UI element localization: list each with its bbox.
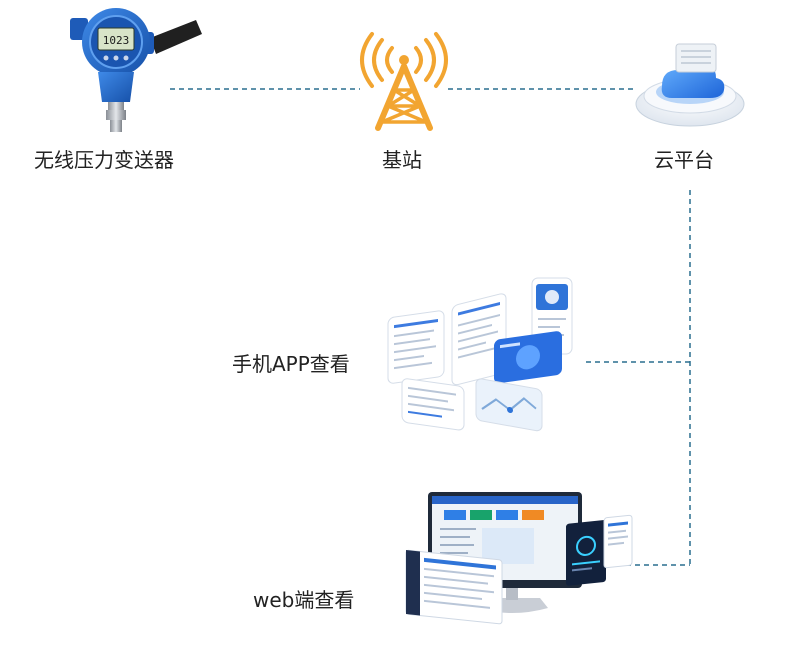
node-label-transmitter: 无线压力变送器 — [34, 148, 174, 172]
device-display-value: 1023 — [103, 34, 130, 47]
mobile-app-screens-icon — [387, 277, 573, 432]
node-label-app: 手机APP查看 — [232, 352, 350, 376]
pressure-transmitter-icon: 1023 — [70, 8, 202, 132]
connectors — [170, 88, 691, 566]
app-screen-report — [401, 378, 465, 431]
node-label-cloud: 云平台 — [654, 148, 714, 172]
web-screen-far-right — [603, 514, 633, 569]
app-screen-map — [475, 378, 543, 432]
cloud-platform-icon — [635, 43, 745, 127]
web-dashboard-screens-icon — [405, 492, 633, 625]
node-label-station: 基站 — [382, 148, 422, 172]
web-screen-right — [566, 520, 606, 586]
base-station-icon — [360, 32, 448, 131]
node-label-web: web端查看 — [253, 588, 355, 612]
